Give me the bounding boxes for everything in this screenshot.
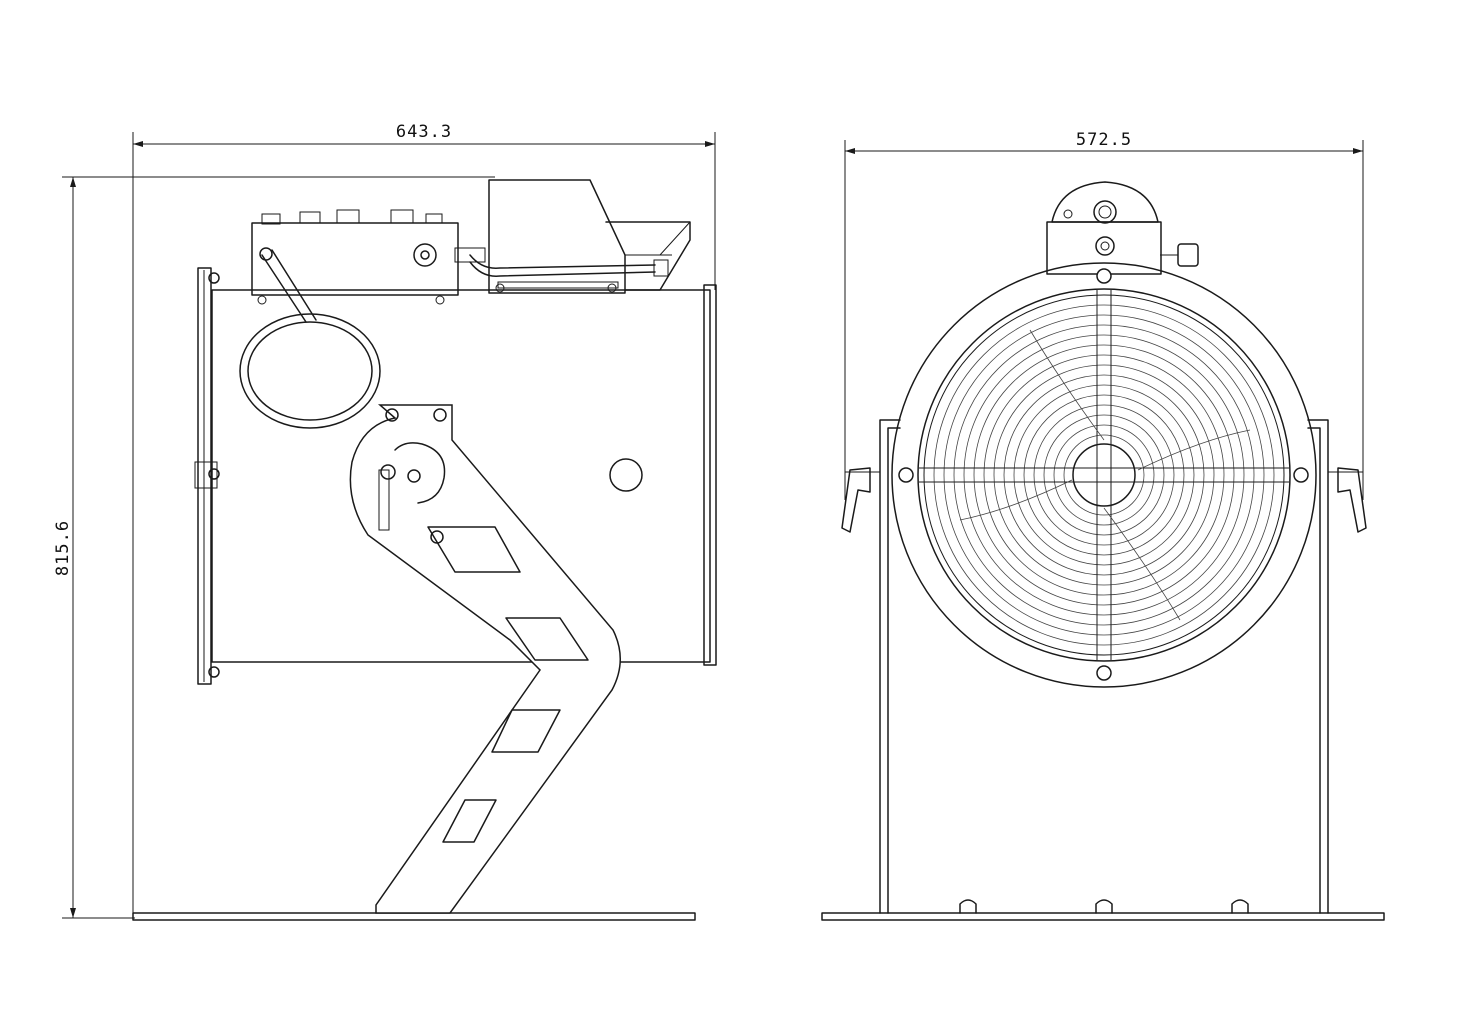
side-base-plate (132, 912, 696, 921)
front-base-plate (821, 912, 1385, 921)
side-vent-port (609, 458, 643, 492)
dimension-front-width: 572.5 (844, 130, 1364, 500)
dimension-height: 815.6 (53, 176, 495, 919)
side-yoke-arm (349, 404, 621, 914)
front-grille (919, 290, 1289, 660)
side-front-rim (703, 284, 717, 666)
front-view (821, 181, 1385, 921)
side-width-label: 643.3 (396, 122, 452, 142)
side-view (132, 179, 717, 921)
side-body (211, 289, 711, 663)
front-yoke (841, 419, 1367, 914)
carry-handle (239, 247, 381, 429)
ballast-box (469, 179, 691, 294)
lens-housing (891, 262, 1317, 688)
rear-bolts (194, 272, 220, 678)
front-width-label: 572.5 (1076, 130, 1132, 150)
front-top-housing (1046, 181, 1199, 275)
dimension-side-width: 643.3 (132, 122, 716, 915)
height-label: 815.6 (53, 520, 73, 576)
side-rear-flange (197, 267, 212, 685)
base-bolts (959, 899, 1249, 914)
